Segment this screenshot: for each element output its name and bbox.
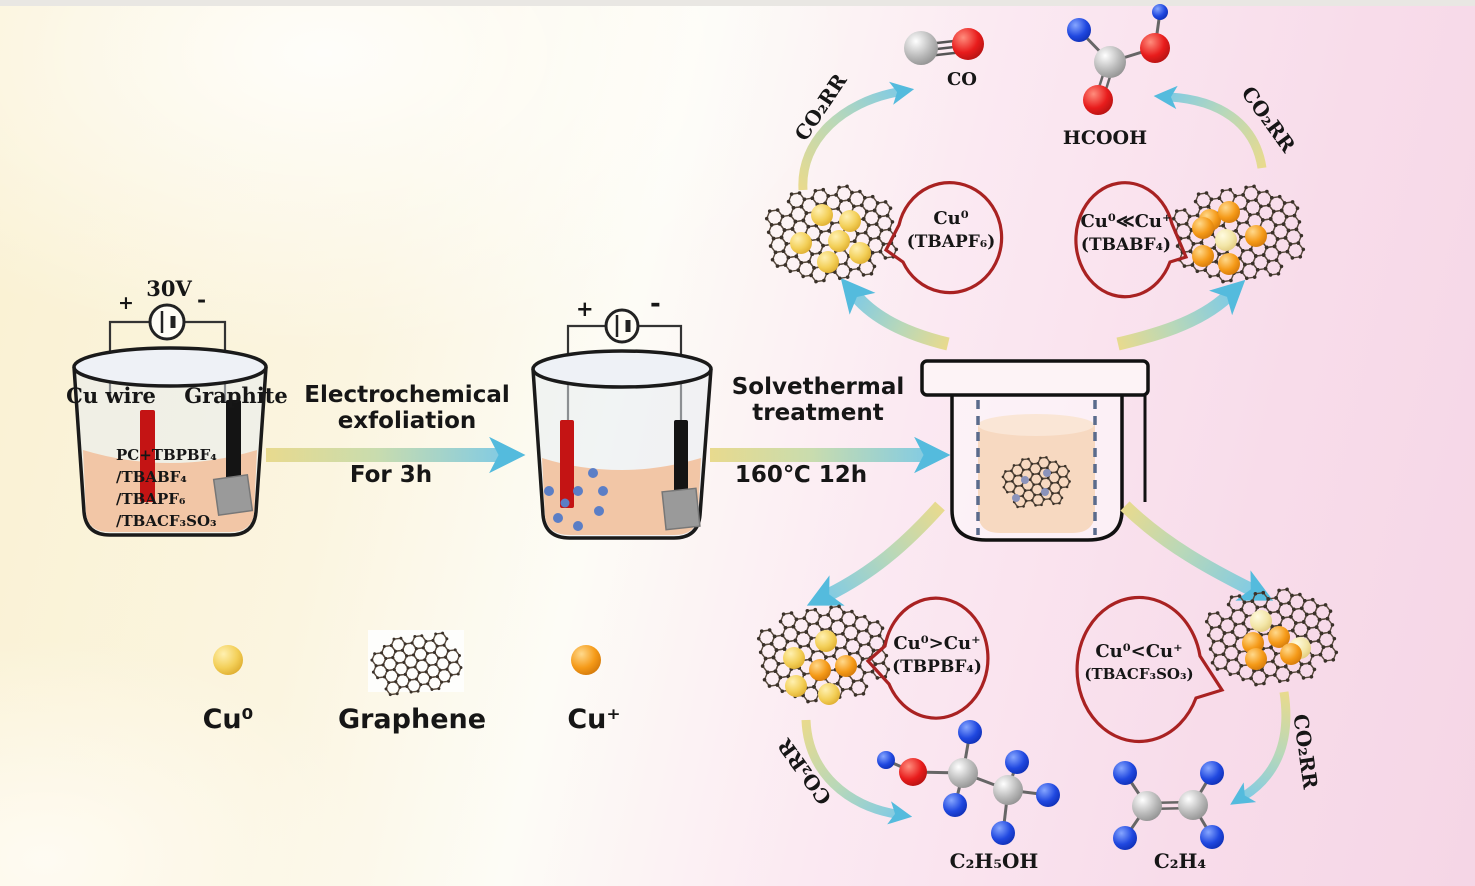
co2rr-arrow-bottom-left — [801, 719, 913, 825]
legend-graphene-flake — [370, 631, 463, 697]
power-supply-icon — [148, 303, 186, 341]
voltage-label: 30V — [146, 276, 192, 301]
branch-arrow-bottom-right — [1120, 501, 1274, 601]
graphite-plate — [212, 473, 254, 517]
legend-graphene-label: Graphene — [337, 704, 487, 735]
catalyst-electrolyte: (TBAPF₆) — [906, 232, 996, 253]
branch-arrow-top-left — [840, 277, 950, 351]
catalyst-electrolyte: (TBACF₃SO₃) — [1084, 665, 1194, 684]
co2rr-arrow-bottom-right — [1230, 691, 1291, 805]
ethylene-molecule — [1113, 761, 1224, 850]
step1-line1: Electrochemical — [304, 382, 510, 408]
legend-cu0-label: Cu⁰ — [202, 704, 254, 735]
step2-line1: Solvethermal — [731, 374, 905, 400]
step1-duration: For 3h — [349, 462, 433, 488]
autoclave-lid — [920, 359, 1150, 397]
electrolyte-line: /TBAPF₆ — [116, 490, 186, 508]
bubble-bottom-left — [865, 596, 990, 720]
electrolyte-line: PC+TBPBF₄ — [116, 446, 217, 464]
graphite-electrode — [226, 400, 241, 485]
plus-terminal: + — [576, 297, 594, 321]
product-ethanol-label: C₂H₅OH — [949, 849, 1039, 873]
electrolyte-solution — [542, 458, 701, 535]
co2rr-arrow-top-right — [1153, 85, 1267, 169]
step2-condition: 160℃ 12h — [734, 462, 868, 488]
catalyst-ratio: Cu⁰≪Cu⁺ — [1080, 211, 1172, 232]
bubble-text-top-left: Cu⁰ (TBAPF₆) — [895, 207, 1007, 254]
cu-balls-bottom-right — [1242, 610, 1311, 670]
bubble-top-right — [1074, 181, 1189, 299]
electrolyte-line: /TBABF₄ — [116, 468, 187, 486]
power-supply-icon — [604, 308, 640, 344]
branch-arrow-top-right — [1116, 279, 1246, 351]
plus-terminal: + — [118, 292, 134, 314]
top-border — [0, 0, 1475, 6]
bubble-text-bottom-right: Cu⁰<Cu⁺ (TBACF₃SO₃) — [1072, 640, 1206, 685]
exfoliated-beaker — [531, 308, 713, 540]
step2-title: Solvethermal treatment — [722, 374, 914, 427]
catalyst-electrolyte: (TBPBF₄) — [892, 657, 982, 678]
step1-title: Electrochemical exfoliation — [298, 382, 516, 435]
cu-wire-electrode — [140, 410, 155, 502]
autoclave — [920, 359, 1150, 542]
graphite-plate — [661, 487, 701, 531]
catalyst-electrolyte: (TBABF₄) — [1080, 235, 1172, 256]
bubble-top-left — [883, 181, 1004, 295]
catalyst-ratio: Cu⁰>Cu⁺ — [893, 633, 981, 654]
co-molecule — [904, 28, 984, 65]
catalyst-ratio: Cu⁰<Cu⁺ — [1095, 641, 1183, 662]
step1-line2: exfoliation — [337, 408, 477, 435]
minus-terminal: - — [650, 289, 661, 319]
electrolyte-list: PC+TBPBF₄ /TBABF₄ /TBAPF₆ /TBACF₃SO₃ — [116, 444, 268, 532]
bubble-bottom-right — [1075, 595, 1225, 744]
branch-arrow-bottom-left — [806, 501, 945, 606]
bubble-text-top-right: Cu⁰≪Cu⁺ (TBABF₄) — [1068, 210, 1184, 257]
electrolyte-solution — [83, 450, 257, 532]
legend-cu0-ball — [213, 645, 243, 675]
hcooh-molecule — [1067, 4, 1170, 115]
autoclave-solution — [978, 425, 1095, 533]
catalyst-ratio: Cu⁰ — [933, 208, 969, 229]
product-co-label: CO — [946, 69, 977, 90]
legend-graphene-patch — [368, 630, 464, 692]
electrolyte-line: /TBACF₃SO₃ — [116, 512, 217, 530]
product-ethylene-label: C₂H₄ — [1153, 849, 1207, 873]
co2rr-arrow-top-left — [798, 81, 915, 191]
cu-balls-top-right — [1192, 201, 1267, 275]
bubble-text-bottom-left: Cu⁰>Cu⁺ (TBPBF₄) — [880, 632, 994, 679]
legend-cuplus-label: Cu⁺ — [567, 704, 621, 735]
graphite-electrode — [674, 420, 688, 498]
minus-terminal: - — [197, 287, 207, 313]
cu-species-in-autoclave — [1012, 469, 1051, 502]
cu-wire-label: Cu wire — [66, 383, 156, 408]
cu0-balls-top-left — [790, 204, 871, 273]
ethanol-molecule — [877, 720, 1060, 845]
step2-line2: treatment — [752, 400, 884, 427]
electrolysis-beaker — [72, 303, 268, 537]
cu-wire-electrode — [560, 420, 574, 508]
exfoliated-particles — [544, 468, 608, 531]
cu-balls-bottom-left — [783, 630, 857, 705]
graphite-label: Graphite — [184, 383, 288, 408]
product-hcooh-label: HCOOH — [1062, 127, 1148, 149]
legend-cuplus-ball — [571, 645, 601, 675]
graphene-flake-top-right — [1171, 184, 1306, 284]
